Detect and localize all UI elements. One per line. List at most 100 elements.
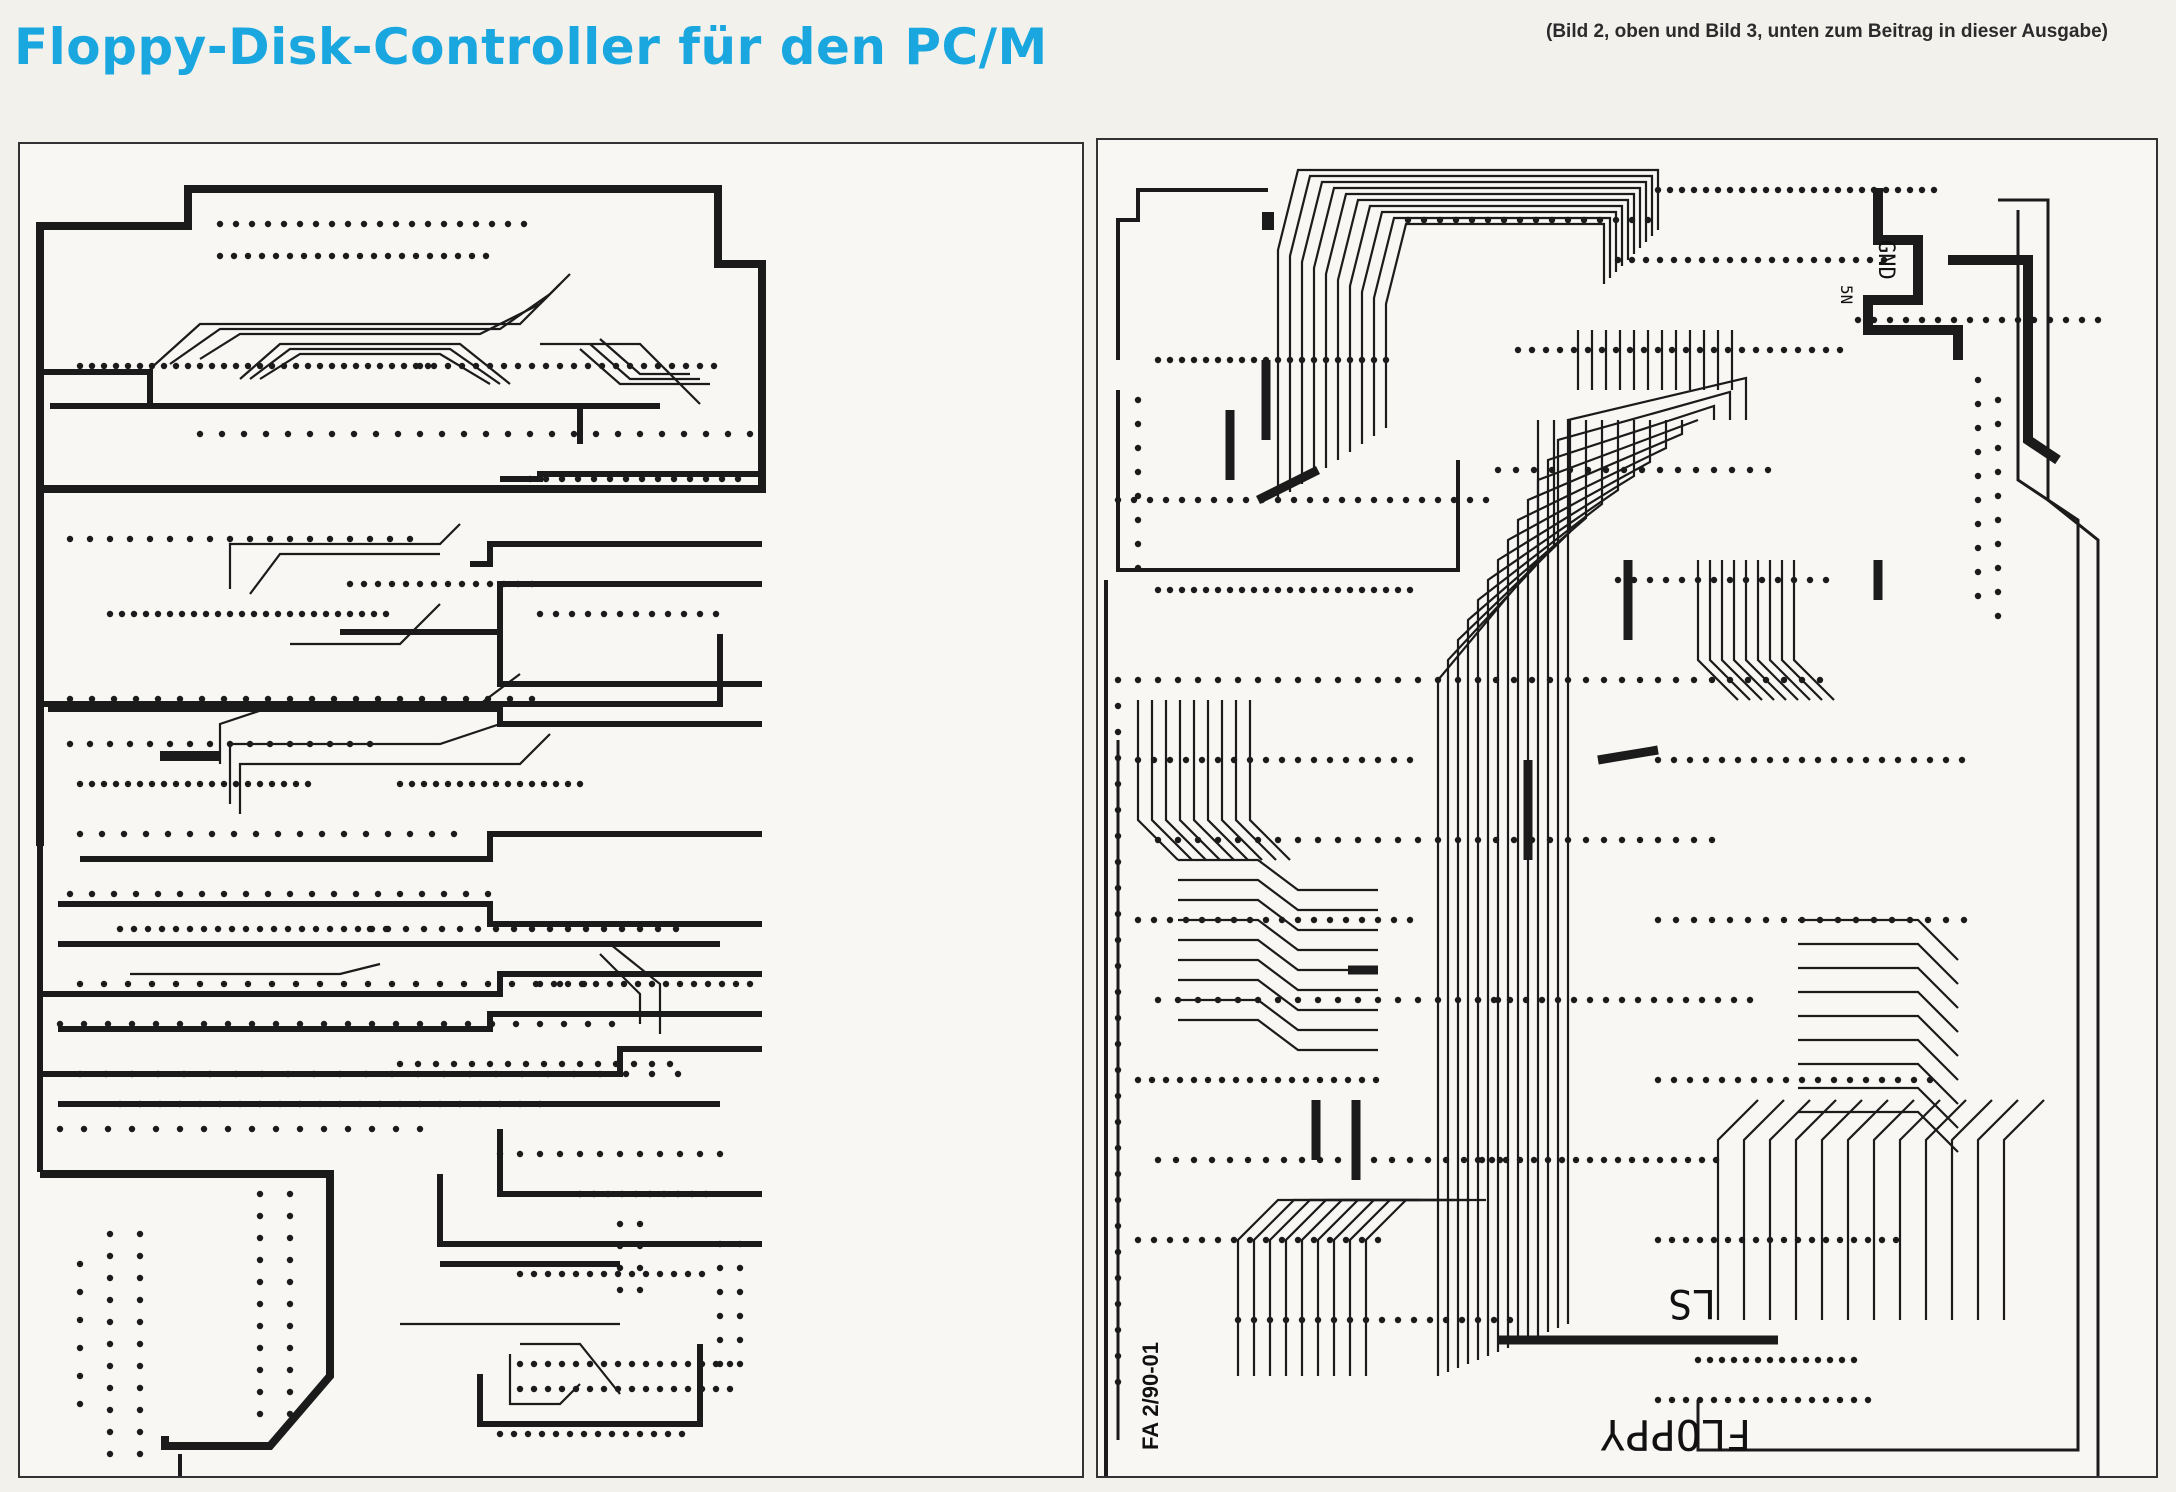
solder-pad bbox=[1374, 836, 1382, 844]
solder-pad bbox=[646, 1190, 654, 1198]
solder-pad bbox=[670, 475, 678, 483]
solder-pad bbox=[486, 1060, 494, 1068]
solder-pad bbox=[1974, 568, 1982, 576]
solder-pad bbox=[1994, 468, 2002, 476]
solder-pad bbox=[698, 1360, 706, 1368]
solder-pad bbox=[542, 362, 550, 370]
solder-pad bbox=[1134, 516, 1142, 524]
solder-pad bbox=[674, 1190, 682, 1198]
solder-pad bbox=[1994, 420, 2002, 428]
solder-pad bbox=[622, 475, 630, 483]
solder-pad bbox=[432, 780, 440, 788]
solder-pad bbox=[1858, 186, 1866, 194]
solder-pad bbox=[1434, 676, 1442, 684]
solder-pad bbox=[1434, 996, 1442, 1004]
solder-pad bbox=[236, 485, 244, 493]
solder-pad bbox=[586, 1385, 594, 1393]
solder-pad bbox=[1134, 676, 1142, 684]
solder-pad bbox=[1442, 1156, 1450, 1164]
solder-pad bbox=[1690, 186, 1698, 194]
solder-pad bbox=[346, 610, 354, 618]
solder-pad bbox=[344, 1125, 352, 1133]
solder-pad bbox=[416, 580, 424, 588]
solder-pad bbox=[1742, 1356, 1750, 1364]
solder-pad bbox=[1834, 916, 1842, 924]
solder-pad bbox=[148, 980, 156, 988]
solder-pad bbox=[56, 1020, 64, 1028]
solder-pad bbox=[136, 485, 144, 493]
solder-pad bbox=[1198, 756, 1206, 764]
solder-pad bbox=[1458, 1316, 1466, 1324]
solder-pad bbox=[1782, 256, 1790, 264]
solder-pad bbox=[732, 980, 740, 988]
solder-pad bbox=[1530, 466, 1538, 474]
solder-pad bbox=[1684, 256, 1692, 264]
solder-pad bbox=[246, 740, 254, 748]
solder-pad bbox=[1974, 592, 1982, 600]
solder-pad bbox=[1382, 356, 1390, 364]
solder-pad bbox=[1234, 1316, 1242, 1324]
solder-pad bbox=[136, 1340, 144, 1348]
solder-pad bbox=[530, 1360, 538, 1368]
solder-pad bbox=[530, 1270, 538, 1278]
solder-pad bbox=[450, 1060, 458, 1068]
solder-pad bbox=[1994, 564, 2002, 572]
solder-pad bbox=[1214, 356, 1222, 364]
solder-pad bbox=[1114, 936, 1122, 944]
solder-pad bbox=[80, 1125, 88, 1133]
solder-pad bbox=[256, 1278, 264, 1286]
solder-pad bbox=[636, 1150, 644, 1158]
solder-pad bbox=[286, 740, 294, 748]
solder-pad bbox=[432, 1060, 440, 1068]
solder-pad bbox=[1702, 1076, 1710, 1084]
solder-pad bbox=[1114, 496, 1122, 504]
solder-pad bbox=[426, 252, 434, 260]
solder-pad bbox=[166, 535, 174, 543]
solder-pad bbox=[1702, 756, 1710, 764]
pcb-trace bbox=[1192, 700, 1235, 861]
solder-pad bbox=[558, 475, 566, 483]
solder-pad bbox=[286, 1322, 294, 1330]
solder-pad bbox=[636, 1264, 644, 1272]
solder-pad bbox=[1926, 756, 1934, 764]
solder-pad bbox=[1994, 588, 2002, 596]
solder-pad bbox=[352, 695, 360, 703]
solder-pad bbox=[1766, 1356, 1774, 1364]
solder-pad bbox=[1682, 346, 1690, 354]
pcb-trace bbox=[2002, 1099, 2045, 1320]
solder-pad bbox=[1710, 1236, 1718, 1244]
solder-pad bbox=[556, 362, 564, 370]
solder-pad bbox=[306, 485, 314, 493]
solder-pad bbox=[1298, 356, 1306, 364]
solder-pad bbox=[186, 830, 194, 838]
solder-pad bbox=[1388, 1156, 1396, 1164]
solder-pad bbox=[88, 695, 96, 703]
pcb-trace bbox=[238, 733, 551, 814]
solder-pad bbox=[396, 1100, 404, 1108]
solder-pad bbox=[1830, 1076, 1838, 1084]
solder-pad bbox=[362, 830, 370, 838]
solder-pad bbox=[218, 430, 226, 438]
solder-pad bbox=[280, 362, 288, 370]
solder-pad bbox=[638, 475, 646, 483]
solder-pad bbox=[1352, 1156, 1360, 1164]
solder-pad bbox=[1546, 676, 1554, 684]
solder-pad bbox=[116, 1100, 124, 1108]
solder-pad bbox=[548, 430, 556, 438]
solder-pad bbox=[1794, 1236, 1802, 1244]
solder-pad bbox=[1190, 1156, 1198, 1164]
solder-pad bbox=[104, 1020, 112, 1028]
solder-pad bbox=[412, 252, 420, 260]
solder-pad bbox=[1130, 496, 1138, 504]
solder-pad bbox=[106, 1252, 114, 1260]
solder-pad bbox=[208, 780, 216, 788]
solder-pad bbox=[346, 485, 354, 493]
solder-pad bbox=[586, 1270, 594, 1278]
solder-pad bbox=[636, 1220, 644, 1228]
solder-pad bbox=[336, 1070, 344, 1078]
solder-pad bbox=[1824, 256, 1832, 264]
solder-pad bbox=[1742, 576, 1750, 584]
solder-pad bbox=[1342, 756, 1350, 764]
solder-pad bbox=[564, 980, 572, 988]
solder-pad bbox=[726, 1360, 734, 1368]
